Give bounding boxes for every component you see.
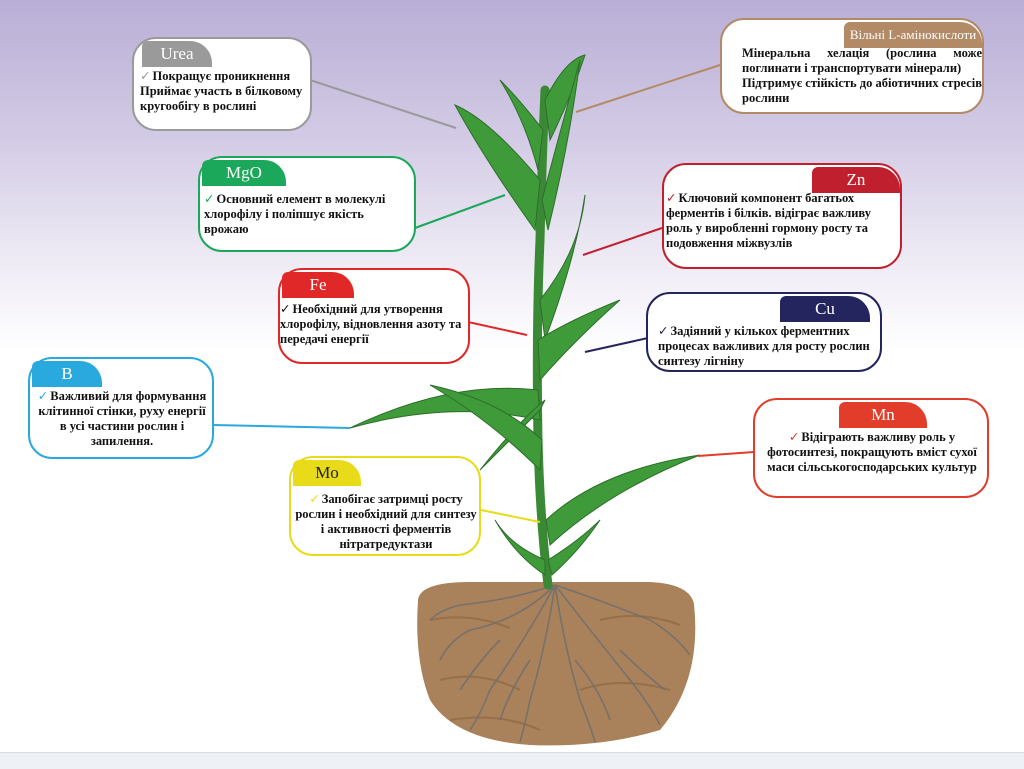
fe-card: Fe ✓Необхідний для утворення хлорофілу, … <box>278 268 470 364</box>
b-card: B ✓Важливий для формування клітинної сті… <box>28 357 214 459</box>
check-icon: ✓ <box>140 69 151 83</box>
cu-title: Cu <box>780 296 870 322</box>
connector-mgo <box>414 194 506 229</box>
b-title: B <box>32 361 102 387</box>
fe-title: Fe <box>282 272 354 298</box>
fe-text: Необхідний для утворення хлорофілу, відн… <box>280 302 462 346</box>
connector-urea <box>309 79 457 129</box>
soil <box>417 582 696 746</box>
mo-text: Запобігає затримці росту рослин і необхі… <box>295 492 477 551</box>
amino-line2: Підтримує стійкість до абіотичних стресі… <box>742 76 982 105</box>
urea-line2: Приймає участь в білковому кругообігу в … <box>140 84 303 113</box>
mo-title: Mo <box>293 460 361 486</box>
zn-title: Zn <box>812 167 900 193</box>
check-icon: ✓ <box>788 430 800 444</box>
connector-zn <box>582 227 663 256</box>
mgo-title: MgO <box>202 160 286 186</box>
check-icon: ✓ <box>280 302 291 316</box>
urea-line1: Покращує проникнення <box>152 69 291 83</box>
check-icon: ✓ <box>204 192 215 206</box>
check-icon: ✓ <box>666 191 677 205</box>
roots <box>429 584 691 743</box>
amino-card: Вільні L-амінокислоти Мінеральна хелація… <box>720 18 984 114</box>
cu-card: Cu ✓Задіяний у кількох ферментних процес… <box>646 292 882 372</box>
mgo-card: MgO ✓Основний елемент в молекулі хлорофі… <box>198 156 416 252</box>
connector-cu <box>584 337 649 353</box>
mn-title: Mn <box>839 402 927 428</box>
mn-card: Mn ✓Відіграють важливу роль у фотосинтез… <box>753 398 989 498</box>
amino-line1: Мінеральна хелація (рослина може поглина… <box>742 46 982 75</box>
connector-b <box>212 424 351 429</box>
cu-text: Задіяний у кількох ферментних процесах в… <box>658 324 870 368</box>
mo-card: Mo ✓Запобігає затримці росту рослин і не… <box>289 456 481 556</box>
leaves <box>349 54 701 576</box>
stem <box>532 85 553 590</box>
connector-mo <box>480 509 541 523</box>
check-icon: ✓ <box>37 389 49 403</box>
check-icon: ✓ <box>309 492 320 506</box>
connector-amino <box>575 64 721 113</box>
zn-text: Ключовий компонент багатьох ферментів і … <box>666 191 871 250</box>
zn-card: Zn ✓Ключовий компонент багатьох ферменті… <box>662 163 902 269</box>
check-icon: ✓ <box>658 324 669 338</box>
amino-title: Вільні L-амінокислоти <box>844 22 982 48</box>
b-text: Важливий для формування клітинної стінки… <box>38 389 207 448</box>
connector-mn <box>697 451 755 457</box>
mgo-text: Основний елемент в молекулі хлорофілу і … <box>204 192 386 236</box>
bottom-strip <box>0 752 1024 769</box>
urea-card: Urea ✓Покращує проникнення Приймає участ… <box>132 37 312 131</box>
mn-text: Відіграють важливу роль у фотосинтезі, п… <box>767 430 977 474</box>
connector-fe <box>467 321 528 336</box>
urea-title: Urea <box>142 41 212 67</box>
